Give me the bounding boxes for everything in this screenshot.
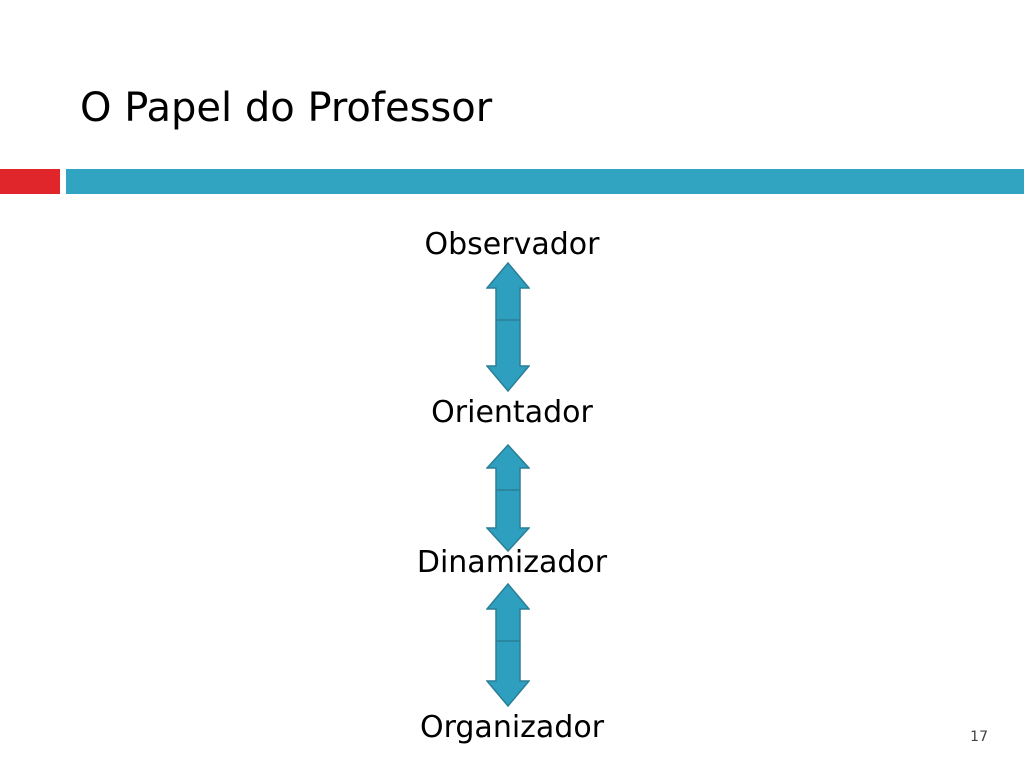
page-number: 17 [970, 729, 988, 745]
double-arrow-icon [486, 444, 530, 552]
header-bar-teal [66, 169, 1024, 194]
double-arrow-icon [486, 583, 530, 707]
node-observador: Observador [424, 227, 600, 262]
double-arrow-icon [486, 262, 530, 392]
node-orientador: Orientador [431, 395, 593, 430]
node-organizador: Organizador [419, 710, 605, 745]
slide-title: O Papel do Professor [80, 85, 493, 131]
header-bar-red [0, 169, 60, 194]
node-dinamizador: Dinamizador [416, 545, 608, 580]
